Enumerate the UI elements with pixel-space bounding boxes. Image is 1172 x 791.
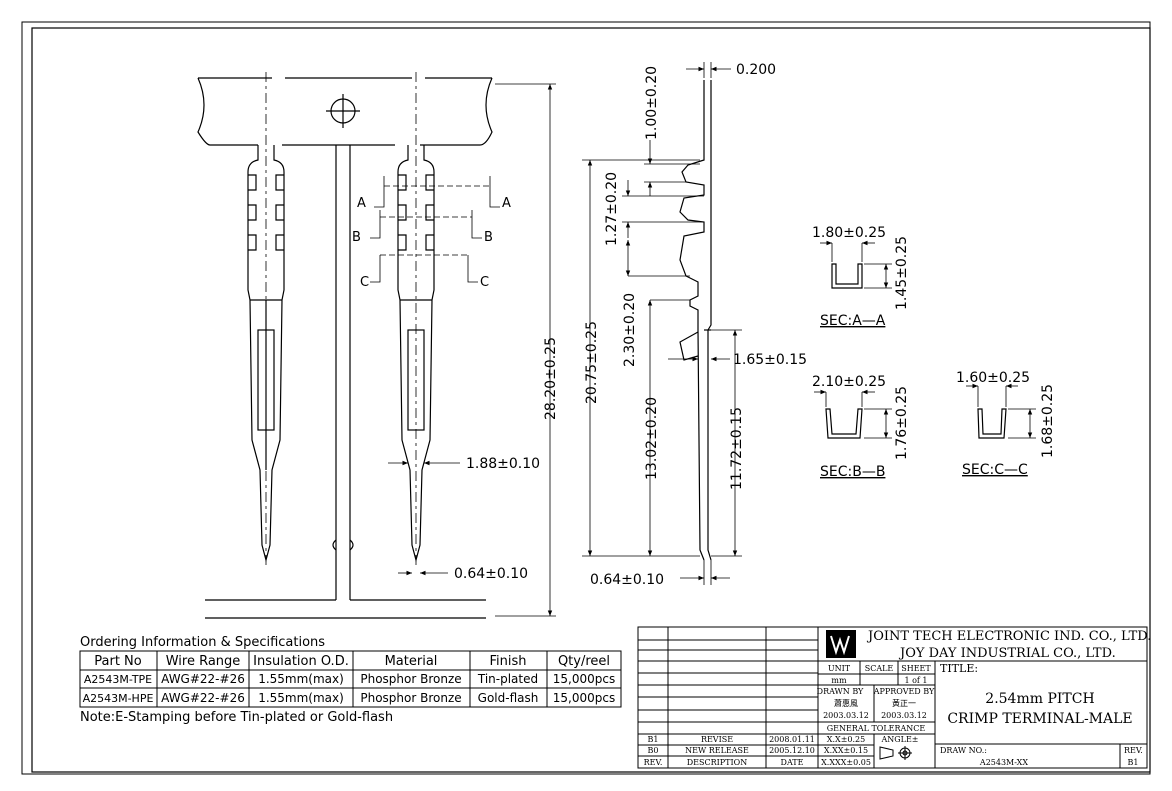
rev-col-header: REV. xyxy=(644,758,663,767)
title-label: TITLE: xyxy=(940,662,978,675)
section-a-width: 1.80±0.25 xyxy=(812,225,886,241)
section-c-title: SEC:C—C xyxy=(962,462,1028,478)
ordering-row-2: A2543M-HPE AWG#22-#26 1.55mm(max) Phosph… xyxy=(83,691,616,705)
tolerance-1: X.X±0.25 xyxy=(827,735,865,744)
cell-part-no: A2543M-HPE xyxy=(83,692,154,705)
col-header-qty: Qty/reel xyxy=(558,654,610,669)
section-c xyxy=(966,383,1036,439)
col-header-finish: Finish xyxy=(489,654,526,669)
company-name-2: JOY DAY INDUSTRIAL CO., LTD. xyxy=(898,646,1116,661)
sheet-label: SHEET xyxy=(901,664,931,673)
unit-value: mm xyxy=(831,676,847,685)
section-c-width: 1.60±0.25 xyxy=(956,370,1030,386)
tolerance-3: X.XXX±0.05 xyxy=(821,758,871,767)
rev-value: B1 xyxy=(1128,758,1139,767)
section-c-height: 1.68±0.25 xyxy=(1040,384,1056,458)
section-a-height: 1.45±0.25 xyxy=(894,236,910,310)
section-b xyxy=(814,389,892,439)
unit-label: UNIT xyxy=(828,664,851,673)
col-header-part-no: Part No xyxy=(94,654,142,669)
dim-side-length: 20.75±0.25 xyxy=(584,321,600,404)
section-mark-a-left: A xyxy=(357,196,366,211)
section-b-title: SEC:B—B xyxy=(820,464,885,480)
col-header-wire-range: Wire Range xyxy=(166,654,241,669)
ordering-table-grid xyxy=(79,650,622,708)
dim-pin-width: 0.64±0.10 xyxy=(454,566,528,582)
section-a-title: SEC:A—A xyxy=(820,313,886,329)
scale-label: SCALE xyxy=(865,664,894,673)
section-cuts xyxy=(370,176,500,283)
cell-qty: 15,000pcs xyxy=(553,691,615,705)
approved-by-label: APPROVED BY xyxy=(873,687,935,696)
front-view xyxy=(197,77,493,619)
drawn-by-date: 2003.03.12 xyxy=(823,711,869,720)
col-header-material: Material xyxy=(385,654,438,669)
section-mark-b-left: B xyxy=(352,230,361,245)
cell-finish: Tin-plated xyxy=(477,672,538,686)
section-mark-a-right: A xyxy=(502,196,511,211)
cell-wire-range: AWG#22-#26 xyxy=(161,672,245,686)
section-b-width: 2.10±0.25 xyxy=(812,374,886,390)
cell-material: Phosphor Bronze xyxy=(360,691,461,705)
cell-qty: 15,000pcs xyxy=(553,672,615,686)
rev-b1-desc: REVISE xyxy=(701,735,733,744)
drawn-by-label: DRAWN BY xyxy=(817,687,864,696)
ordering-note: Note:E-Stamping before Tin-plated or Gol… xyxy=(80,710,393,725)
section-mark-b-right: B xyxy=(484,230,493,245)
section-mark-c-right: C xyxy=(480,275,489,290)
side-view xyxy=(679,80,712,561)
cell-finish: Gold-flash xyxy=(478,691,539,705)
section-b-height: 1.76±0.25 xyxy=(894,386,910,460)
dim-lance: 1.65±0.15 xyxy=(733,352,807,368)
dim-pitch-a: 1.27±0.20 xyxy=(604,172,620,246)
date-col-header: DATE xyxy=(781,758,804,767)
ordering-table-header: Part No Wire Range Insulation O.D. Mater… xyxy=(94,654,610,669)
cell-insulation: 1.55mm(max) xyxy=(258,672,344,686)
cell-material: Phosphor Bronze xyxy=(360,672,461,686)
section-mark-c-left: C xyxy=(360,275,369,290)
company-logo xyxy=(826,630,856,658)
desc-col-header: DESCRIPTION xyxy=(687,758,747,767)
front-dims xyxy=(388,83,556,617)
dim-overall-length: 28.20±0.25 xyxy=(543,337,559,420)
draw-no-value: A2543M-XX xyxy=(979,758,1028,767)
title-line-2: CRIMP TERMINAL-MALE xyxy=(947,711,1132,727)
approved-by-date: 2003.03.12 xyxy=(881,711,927,720)
side-dims xyxy=(582,62,742,585)
inner-border xyxy=(31,27,1151,773)
dim-barb-length: 2.30±0.20 xyxy=(622,293,638,367)
approved-by-name: 黃正一 xyxy=(892,698,916,708)
tolerance-2: X.XX±0.15 xyxy=(824,746,868,755)
rev-b1: B1 xyxy=(648,735,659,744)
draw-no-label: DRAW NO.: xyxy=(940,746,987,755)
tolerance-label: GENERAL TOLERANCE xyxy=(827,724,926,733)
col-header-insulation: Insulation O.D. xyxy=(253,654,349,669)
ordering-title: Ordering Information & Specifications xyxy=(80,635,325,650)
title-block-grid xyxy=(637,626,1148,769)
title-line-1: 2.54mm PITCH xyxy=(985,691,1094,707)
rev-b0-date: 2005.12.10 xyxy=(769,746,815,755)
projection-symbol xyxy=(879,746,912,760)
dim-pin-length: 11.72±0.15 xyxy=(729,407,745,490)
cell-insulation: 1.55mm(max) xyxy=(258,691,344,705)
sheet-value: 1 of 1 xyxy=(904,676,927,685)
dim-body-width: 1.88±0.10 xyxy=(466,456,540,472)
rev-b1-date: 2008.01.11 xyxy=(769,735,815,744)
rev-b0-desc: NEW RELEASE xyxy=(685,746,749,755)
dim-thickness: 0.200 xyxy=(736,62,776,78)
company-name-1: JOINT TECH ELECTRONIC IND. CO., LTD. xyxy=(866,629,1151,644)
dim-pin-width-side: 0.64±0.10 xyxy=(590,572,664,588)
dim-contact-length: 13.02±0.20 xyxy=(644,397,660,480)
dim-top-length: 1.00±0.20 xyxy=(644,66,660,140)
center-lines xyxy=(265,72,417,565)
cell-wire-range: AWG#22-#26 xyxy=(161,691,245,705)
cell-part-no: A2543M-TPE xyxy=(84,673,152,686)
ordering-row-1: A2543M-TPE AWG#22-#26 1.55mm(max) Phosph… xyxy=(84,672,615,686)
rev-b0: B0 xyxy=(648,746,659,755)
angle-label: ANGLE± xyxy=(880,735,918,744)
section-a xyxy=(820,240,892,289)
rev-label: REV. xyxy=(1124,746,1143,755)
drawn-by-name: 蕭惠風 xyxy=(834,698,858,708)
